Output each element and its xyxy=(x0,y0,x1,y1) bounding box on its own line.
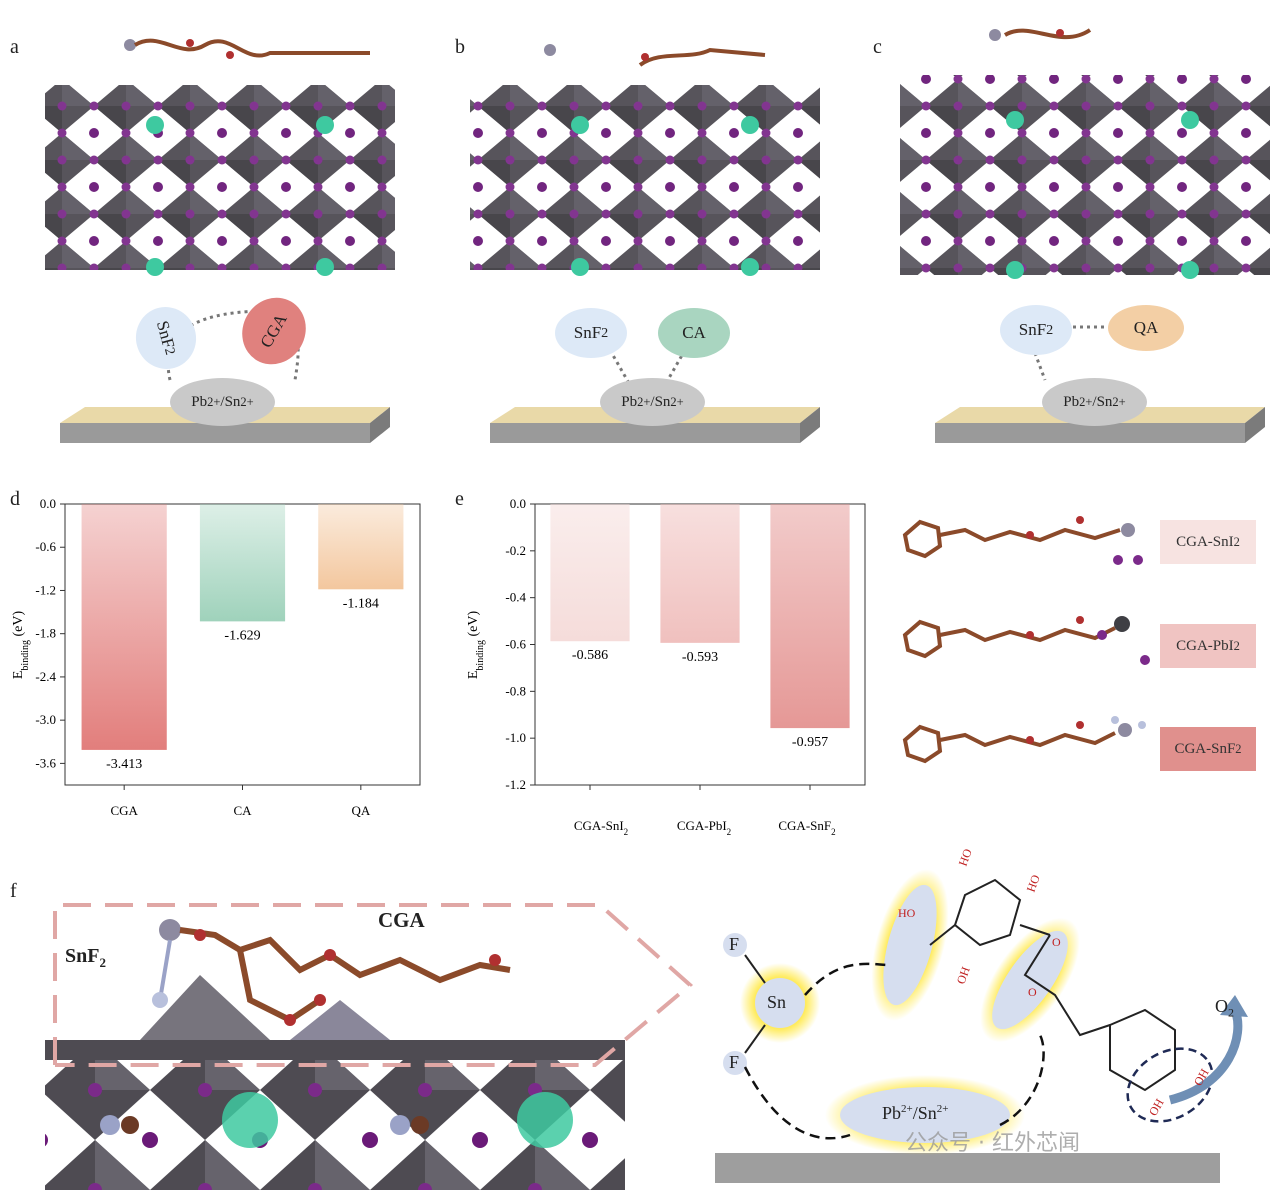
panel-f-scheme xyxy=(715,869,1248,1183)
scheme-group-5: O xyxy=(1028,985,1037,999)
molecule-cga-pbi2 xyxy=(902,616,1150,665)
d-value-label-1: -1.629 xyxy=(224,628,260,643)
e-bar-1 xyxy=(660,504,740,643)
bubble-b-ca: CA xyxy=(658,308,730,358)
e-value-label-0: -0.586 xyxy=(572,648,608,663)
chart-d-ylabel: Ebinding (eV) xyxy=(11,611,31,680)
chart-e-xtick-1: CGA-PbI2 xyxy=(677,818,731,837)
schematic-a xyxy=(60,309,390,443)
panel-label-b: b xyxy=(455,36,465,58)
d-ytick-6: -3.6 xyxy=(35,755,56,770)
molecule-cga-snf2 xyxy=(902,716,1146,764)
structure-a xyxy=(45,38,395,276)
scheme-group-4: O xyxy=(1052,935,1061,949)
d-ytick-3: -1.8 xyxy=(35,626,56,641)
e-bar-0 xyxy=(550,504,630,642)
panel-label-e: e xyxy=(455,488,464,510)
crystal-structures xyxy=(45,28,1270,279)
d-value-label-2: -1.184 xyxy=(343,596,379,611)
e-ytick-6: -1.2 xyxy=(505,777,526,792)
panel-f-highlight xyxy=(53,903,694,1067)
structure-b xyxy=(470,44,820,276)
d-ytick-4: -2.4 xyxy=(35,669,56,684)
panel-f-structure xyxy=(45,903,694,1190)
d-bar-0 xyxy=(81,504,167,750)
panel-f-cga-label: CGA xyxy=(378,908,425,932)
d-xtick-0: CGA xyxy=(110,803,138,818)
scheme-group-2: HO xyxy=(898,906,916,920)
chart-e: 0.0 -0.2 -0.4 -0.6 -0.8 -1.0 -1.2 -0.586 -0.593… xyxy=(466,496,866,837)
bubble-c-qa: QA xyxy=(1108,305,1184,351)
e-ytick-5: -1.0 xyxy=(505,730,526,745)
scheme-o2-label: O2 xyxy=(1215,996,1234,1020)
e-ytick-3: -0.6 xyxy=(505,637,526,652)
e-ytick-4: -0.8 xyxy=(505,683,526,698)
chart-e-xtick-0: CGA-SnI2 xyxy=(574,818,628,837)
molecule-cga-sni2 xyxy=(902,516,1143,565)
scheme-substrate xyxy=(715,1153,1220,1183)
scheme-ion-label: Pb2+/Sn2+ xyxy=(882,1103,949,1123)
panel-label-f: f xyxy=(10,880,17,902)
e-ytick-0: 0.0 xyxy=(510,496,526,511)
scheme-sn-atom: Sn xyxy=(767,992,787,1012)
molecule-legend xyxy=(902,516,1150,764)
e-value-label-2: -0.957 xyxy=(792,735,828,750)
schematic-b xyxy=(490,349,820,443)
structure-c xyxy=(900,28,1270,279)
chart-e-ylabel: Ebinding (eV) xyxy=(466,611,486,680)
e-value-label-1: -0.593 xyxy=(682,650,718,665)
scheme-f-atom-top: F xyxy=(729,934,740,954)
panel-label-c: c xyxy=(873,36,882,58)
chart-d: 0.0 -0.6 -1.2 -1.8 -2.4 -3.0 -3.6 -3.413 -1.629… xyxy=(11,496,421,818)
d-xtick-2: QA xyxy=(351,803,370,818)
d-ytick-0: 0.0 xyxy=(40,496,56,511)
d-value-label-0: -3.413 xyxy=(106,757,142,772)
e-ytick-2: -0.4 xyxy=(505,590,526,605)
panel-label-a: a xyxy=(10,36,19,58)
e-bar-2 xyxy=(770,504,850,729)
panel-label-d: d xyxy=(10,488,20,510)
d-bar-2 xyxy=(318,504,404,590)
schematic-c xyxy=(935,325,1265,443)
d-ytick-5: -3.0 xyxy=(35,712,56,727)
panel-f-snf2-label: SnF2 xyxy=(65,945,106,970)
d-bar-1 xyxy=(199,504,286,622)
watermark-text: 公众号 · 红外芯闻 xyxy=(905,1131,1080,1156)
e-ytick-1: -0.2 xyxy=(505,543,526,558)
d-ytick-1: -0.6 xyxy=(35,539,56,554)
chart-e-xtick-2: CGA-SnF2 xyxy=(778,818,835,837)
d-ytick-2: -1.2 xyxy=(35,582,56,597)
scheme-f-atom-bottom: F xyxy=(729,1052,740,1072)
d-xtick-1: CA xyxy=(233,803,252,818)
